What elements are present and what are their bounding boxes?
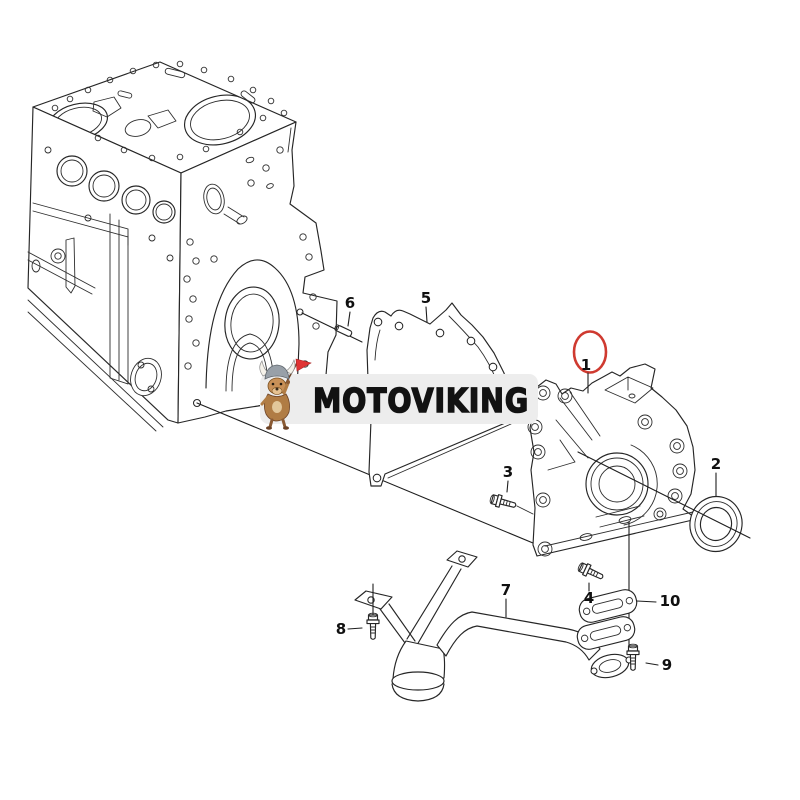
tube-pipe	[436, 611, 601, 661]
strainer-bell	[392, 640, 446, 680]
bolt-part8	[366, 612, 380, 640]
banner-background	[260, 374, 538, 424]
pump-bolt-lugs	[527, 385, 688, 557]
left-face-details	[27, 146, 174, 432]
callout-3: 3	[503, 463, 513, 481]
engine-block-left-face	[27, 106, 182, 424]
callout-10: 10	[660, 592, 681, 610]
mascot-chest	[272, 401, 282, 413]
callout-7: 7	[501, 581, 511, 599]
callout-8: 8	[336, 620, 346, 638]
callout-2: 2	[711, 455, 721, 473]
engine-block	[27, 60, 338, 432]
highlight-circle	[572, 330, 608, 374]
shaft-axis-line	[577, 451, 751, 539]
mascot-muzzle	[271, 387, 283, 395]
pump-base-pads	[579, 505, 645, 541]
dowel-pin-part6	[334, 324, 353, 337]
callout-4: 4	[584, 589, 594, 607]
callout-5: 5	[421, 289, 431, 307]
right-face-holes	[183, 146, 320, 389]
pump-seal-bore	[585, 444, 658, 526]
flag-icon	[295, 358, 312, 372]
dowel-hole	[296, 308, 304, 316]
bolt-part4	[575, 560, 606, 584]
tube-outlet-flange	[590, 653, 630, 679]
callouts: 1 2 3 4 5 6 7 8 9 10	[336, 289, 721, 674]
oil-seal-part2	[689, 495, 743, 553]
bolt-part3	[488, 492, 518, 512]
alignment-lines	[196, 312, 546, 549]
callout-6: 6	[345, 294, 355, 312]
brand-logo-text: MOTOVIKING	[313, 381, 529, 420]
oil-pump-part1	[527, 363, 698, 557]
head-bolt-holes	[51, 60, 288, 162]
viking-helmet-icon	[264, 364, 290, 380]
brand-banner: MOTOVIKING	[259, 358, 538, 430]
callout-9: 9	[662, 656, 672, 674]
callout-1: 1	[581, 356, 591, 374]
cylinder-liner-bores	[56, 155, 176, 224]
viking-dog-mascot-icon	[259, 358, 312, 430]
bolt3-tip-line	[516, 505, 534, 515]
helmet-horn-right-icon	[285, 359, 296, 375]
crankshaft-arch	[205, 259, 300, 392]
